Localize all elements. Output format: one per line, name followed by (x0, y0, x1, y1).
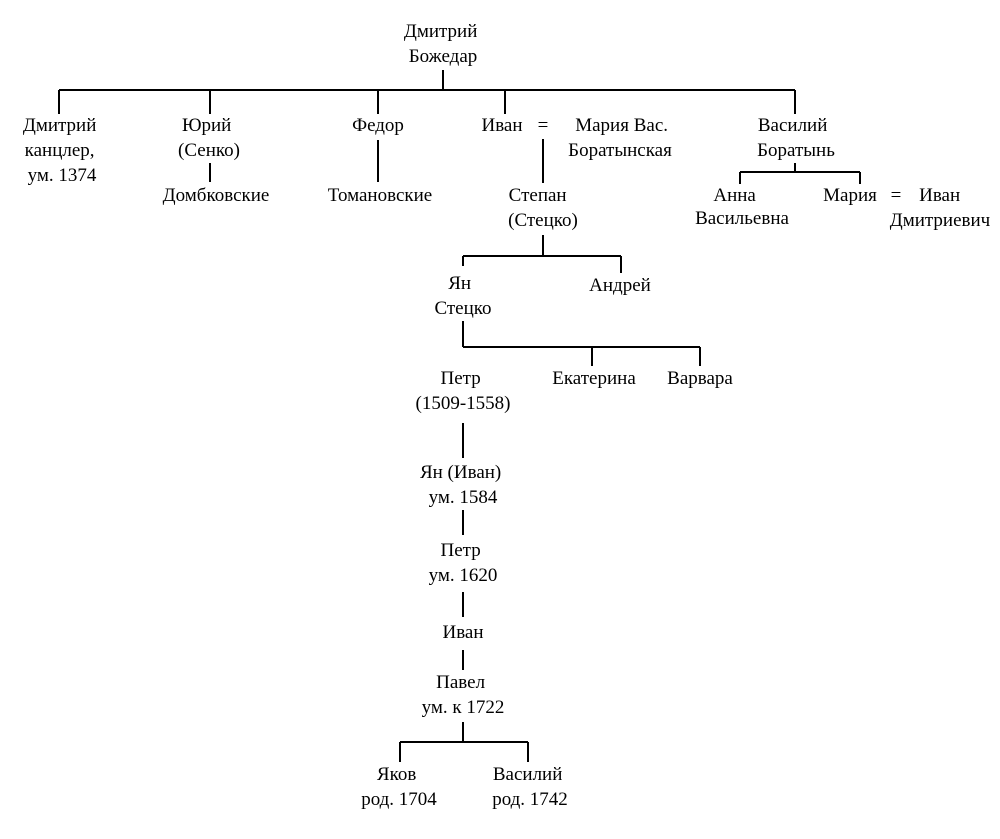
person-petr-2: Петр ум. 1620 (429, 540, 498, 586)
person-vasiliy-2: Василий род. 1742 (492, 764, 568, 810)
person-ivan-2: Иван (442, 622, 483, 643)
person-maria-2: Мария (823, 185, 877, 206)
person-ekaterina: Екатерина (552, 368, 636, 389)
tree-connectors (58, 70, 861, 762)
person-anna: Анна Васильевна (695, 185, 789, 229)
person-pavel: Павел ум. к 1722 (422, 672, 505, 718)
person-yan-ivan: Ян (Иван) ум. 1584 (420, 462, 506, 508)
person-yakov: Яков род. 1704 (361, 764, 437, 810)
family-dombkovskie: Домбковские (163, 185, 270, 206)
person-dmitriy-chancellor: Дмитрий канцлер, ум. 1374 (23, 115, 101, 186)
person-ivan-dmitrievich: Иван Дмитриевич (890, 185, 991, 231)
person-varvara: Варвара (667, 368, 733, 389)
marriage-sign-maria-ivan: = (891, 185, 902, 206)
person-yuriy: Юрий (Сенко) (178, 115, 240, 161)
person-vasiliy-boratyn: Василий Боратынь (757, 115, 835, 161)
person-maria-vas: Мария Вас. Боратынская (568, 115, 673, 161)
person-ivan: Иван (481, 115, 522, 136)
person-petr-1: Петр (1509-1558) (416, 368, 511, 414)
person-yan-stetsko: Ян Стецко (434, 273, 491, 319)
person-andrey: Андрей (589, 275, 651, 296)
family-tomanovskie: Томановские (328, 185, 432, 206)
person-dmitriy-bozhedar: Дмитрий Божедар (404, 21, 482, 67)
person-stepan: Степан (Стецко) (508, 185, 578, 231)
marriage-sign-ivan-maria: = (538, 115, 549, 136)
person-fedor: Федор (352, 115, 404, 136)
